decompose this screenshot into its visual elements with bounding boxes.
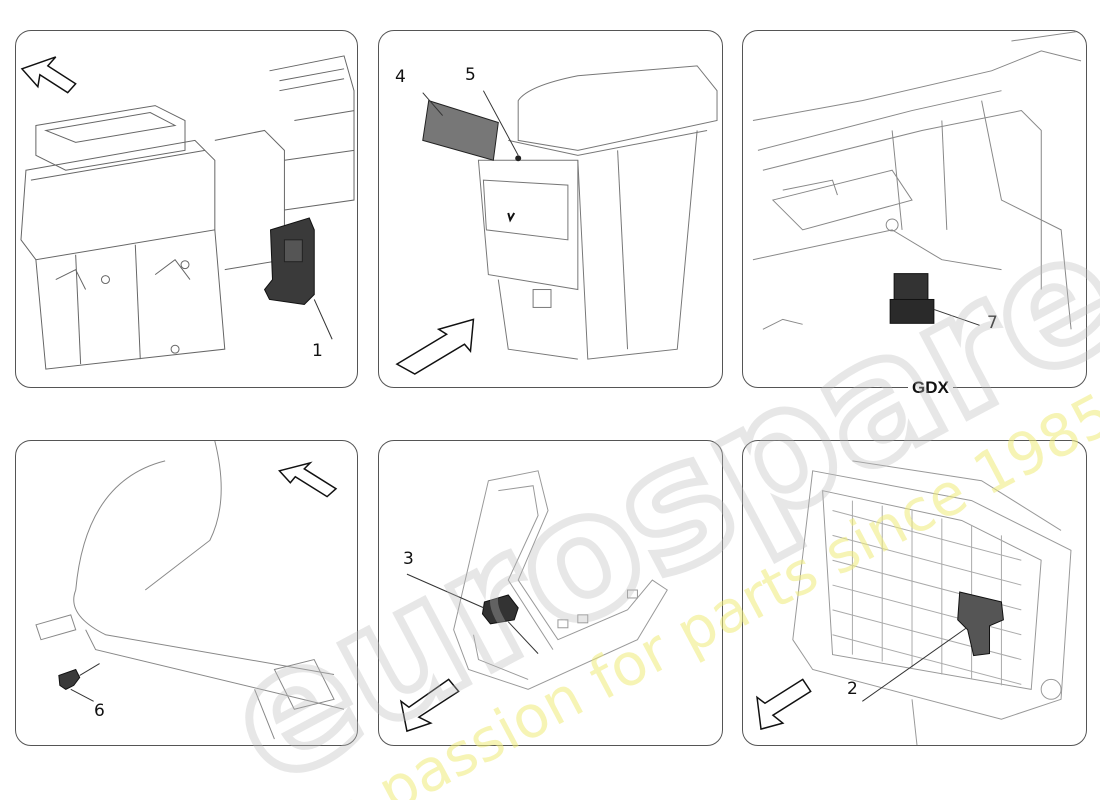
console-armrest-drawing — [395, 65, 718, 375]
callout-7: 7 — [987, 313, 998, 333]
variant-label-gdx: GDX — [908, 378, 953, 398]
callout-4: 4 — [395, 67, 406, 87]
panel-trim-sensor: 3 — [378, 440, 723, 746]
direction-arrow-icon — [395, 318, 475, 375]
hvac-unit-drawing — [20, 55, 355, 370]
sensor-part-6 — [58, 668, 81, 690]
panel-seat-sensor: 6 — [15, 440, 358, 746]
panel-hvac-module: 1 — [15, 30, 358, 388]
seat-drawing — [35, 441, 345, 740]
direction-arrow-icon — [399, 678, 460, 733]
resistor-part-7 — [893, 273, 929, 304]
sensor-part-2 — [957, 591, 1004, 657]
panel-console-armrest: 4 5 — [378, 30, 723, 388]
dashboard-drawing — [752, 31, 1082, 330]
trim-bezel-drawing — [399, 470, 668, 733]
callout-1: 1 — [312, 341, 323, 361]
callout-2: 2 — [847, 679, 858, 699]
callout-6: 6 — [94, 701, 105, 721]
panel-part-4 — [422, 99, 499, 161]
vent-grille-drawing — [756, 460, 1072, 745]
callout-3: 3 — [403, 549, 414, 569]
panel-vent-sensor: 2 — [742, 440, 1087, 746]
panel-dashboard-resistor: 7 — [742, 30, 1087, 388]
callout-5: 5 — [465, 65, 476, 85]
direction-arrow-icon — [20, 56, 77, 94]
part-5-fastener — [515, 155, 522, 162]
direction-arrow-icon — [278, 461, 338, 498]
direction-arrow-icon — [756, 678, 812, 731]
sensor-part-3 — [481, 594, 519, 625]
